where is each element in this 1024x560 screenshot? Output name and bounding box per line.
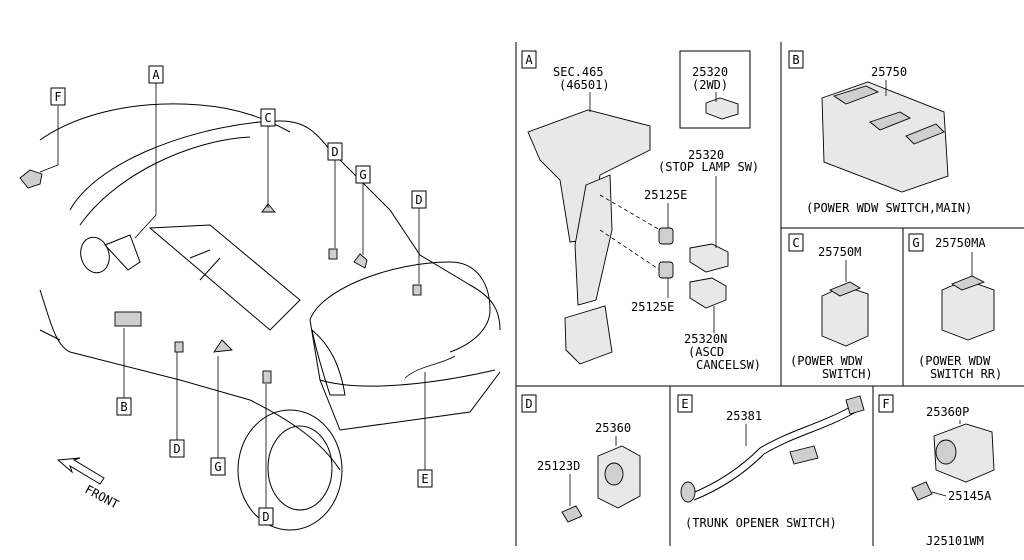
sec-line2: (46501) [559,78,610,92]
clip-top-part-number: 25125E [644,188,687,202]
part-b-glyph [114,311,142,327]
svg-text:G: G [214,460,221,474]
diagram-code: J25101WM [926,534,984,548]
panel-b-name: (POWER WDW SWITCH,MAIN) [806,201,972,215]
panel-e: E 25381 (TRUNK OPENER SWITCH) [677,394,865,530]
part-d3-glyph [174,341,184,353]
harness-wire-1 [689,405,853,495]
rear-window-switch-glyph [941,279,995,341]
svg-text:B: B [120,400,127,414]
part-f-glyph [19,169,43,189]
front-arrow-icon [56,457,105,485]
svg-text:D: D [173,442,180,456]
harness-end-glyph [680,481,696,503]
sec-line1: SEC.465 [553,65,604,79]
panel-c-part-number: 25750M [818,245,861,259]
panel-e-part-number: 25381 [726,409,762,423]
part-g2-glyph [213,339,233,353]
svg-text:D: D [415,193,422,207]
svg-text:D: D [262,510,269,524]
inset-part-number: 25320 [692,65,728,79]
part-e-glyph [404,355,456,379]
panel-f-bolt-part-number: 25145A [948,489,992,503]
panel-f: F 25360P 25145A [878,394,995,503]
ascd-switch-glyph [689,277,727,309]
callout-d3: D [169,439,185,458]
callout-d1: D [327,142,343,161]
panel-grid [515,42,1024,546]
pedal-arm [574,174,613,306]
harness-connector-glyph [845,395,865,415]
panel-a: A SEC.465 (46501) 25320 (2WD) 25320 (STO… [521,50,761,372]
panel-b-part-number: 25750 [871,65,907,79]
panel-d-main-part-number: 25360 [595,421,631,435]
callout-a: A [148,65,164,84]
panel-g-part-number: 25750MA [935,236,986,250]
callout-d2: D [411,190,427,209]
clip-top-glyph [658,227,674,245]
panel-d: D 25360 25123D [521,394,641,523]
harness-wire-2 [693,411,857,501]
callout-g1: G [355,165,371,184]
inset-2wd-box [679,50,751,129]
pedal-pad [564,305,613,365]
svg-text:F: F [54,90,61,104]
screw-glyph [911,481,933,501]
callout-b: B [116,397,132,416]
ascd-line1: (ASCD [688,345,724,359]
ascd-part-number: 25320N [684,332,727,346]
panel-c-line1: (POWER WDW [790,354,863,368]
panel-d-tag: D [525,397,532,411]
svg-text:G: G [359,168,366,182]
clip-bottom-glyph [658,261,674,279]
clip-bottom-part-number: 25125E [631,300,674,314]
stop-lamp-part-number: 25320 [688,148,724,162]
hatch-switch-glyph [933,423,995,483]
main-window-switch-glyph [821,81,949,193]
part-d2-glyph [412,284,422,296]
stop-lamp-name: (STOP LAMP SW) [658,160,759,174]
panel-e-name: (TRUNK OPENER SWITCH) [685,516,837,530]
ascd-line2: CANCELSW) [696,358,761,372]
panel-g: G 25750MA (POWER WDW SWITCH RR) [908,233,1002,381]
panel-e-tag: E [681,397,688,411]
panel-f-tag: F [882,397,889,411]
part-d4-glyph [262,370,272,384]
svg-text:E: E [421,472,428,486]
callout-f: F [50,87,66,106]
panel-g-line1: (POWER WDW [918,354,991,368]
callout-d4: D [258,507,274,526]
part-d1-glyph [328,248,338,260]
inset-note: (2WD) [692,78,728,92]
panel-g-tag: G [912,236,919,250]
panel-f-main-part-number: 25360P [926,405,969,419]
bolt-glyph [561,505,583,523]
panel-c: C 25750M (POWER WDW SWITCH) [788,233,873,381]
svg-text:D: D [331,145,338,159]
panel-b: B 25750 (POWER WDW SWITCH,MAIN) [788,50,972,215]
callout-e: E [417,469,433,488]
callout-c: C [260,108,276,127]
part-c-glyph [261,203,276,213]
svg-text:A: A [152,68,160,82]
part-g1-glyph [353,253,368,269]
window-switch-glyph [821,285,869,347]
panel-b-tag: B [792,53,799,67]
vehicle-overview [19,82,501,531]
panel-c-line2: SWITCH) [822,367,873,381]
panel-c-tag: C [792,236,799,250]
panel-a-tag: A [525,53,533,67]
trunk-switch-glyph [789,445,819,465]
stop-lamp-switch-glyph [689,243,729,273]
inset-switch-glyph [705,97,739,120]
callout-g2: G [210,457,226,476]
front-label: FRONT [83,482,121,511]
panel-g-line2: SWITCH RR) [930,367,1002,381]
panel-d-bolt-part-number: 25123D [537,459,580,473]
svg-text:C: C [264,111,271,125]
